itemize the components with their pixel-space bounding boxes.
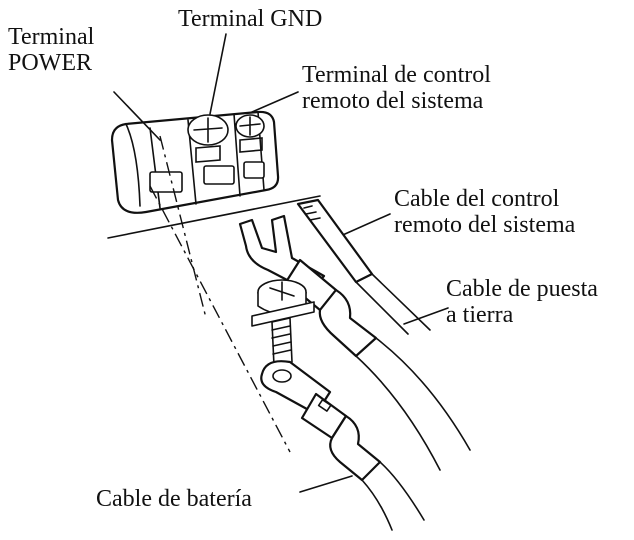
label-terminal-power-line1: Terminal <box>8 24 95 50</box>
label-cable-remote: Cable del control remoto del sistema <box>394 186 575 238</box>
bolt-icon <box>251 279 315 367</box>
separator-line <box>107 195 321 239</box>
label-cable-battery: Cable de batería <box>96 486 252 512</box>
label-terminal-remote-line1: Terminal de control <box>302 62 491 88</box>
label-cable-ground: Cable de puesta a tierra <box>446 276 598 328</box>
battery-cable <box>260 360 425 531</box>
label-cable-remote-line2: remoto del sistema <box>394 212 576 238</box>
label-terminal-gnd: Terminal GND <box>178 6 323 32</box>
label-terminal-remote-line2: remoto del sistema <box>302 88 484 114</box>
label-cable-ground-line2: a tierra <box>446 302 514 328</box>
ground-cable <box>238 214 471 471</box>
label-cable-remote-line1: Cable del control <box>394 186 560 212</box>
label-terminal-remote: Terminal de control remoto del sistema <box>302 62 491 114</box>
label-terminal-power: Terminal POWER <box>8 24 94 76</box>
remote-cable <box>296 198 431 335</box>
label-cable-ground-line1: Cable de puesta <box>446 276 598 302</box>
terminal-block <box>110 110 280 214</box>
label-terminal-power-line2: POWER <box>8 50 92 76</box>
